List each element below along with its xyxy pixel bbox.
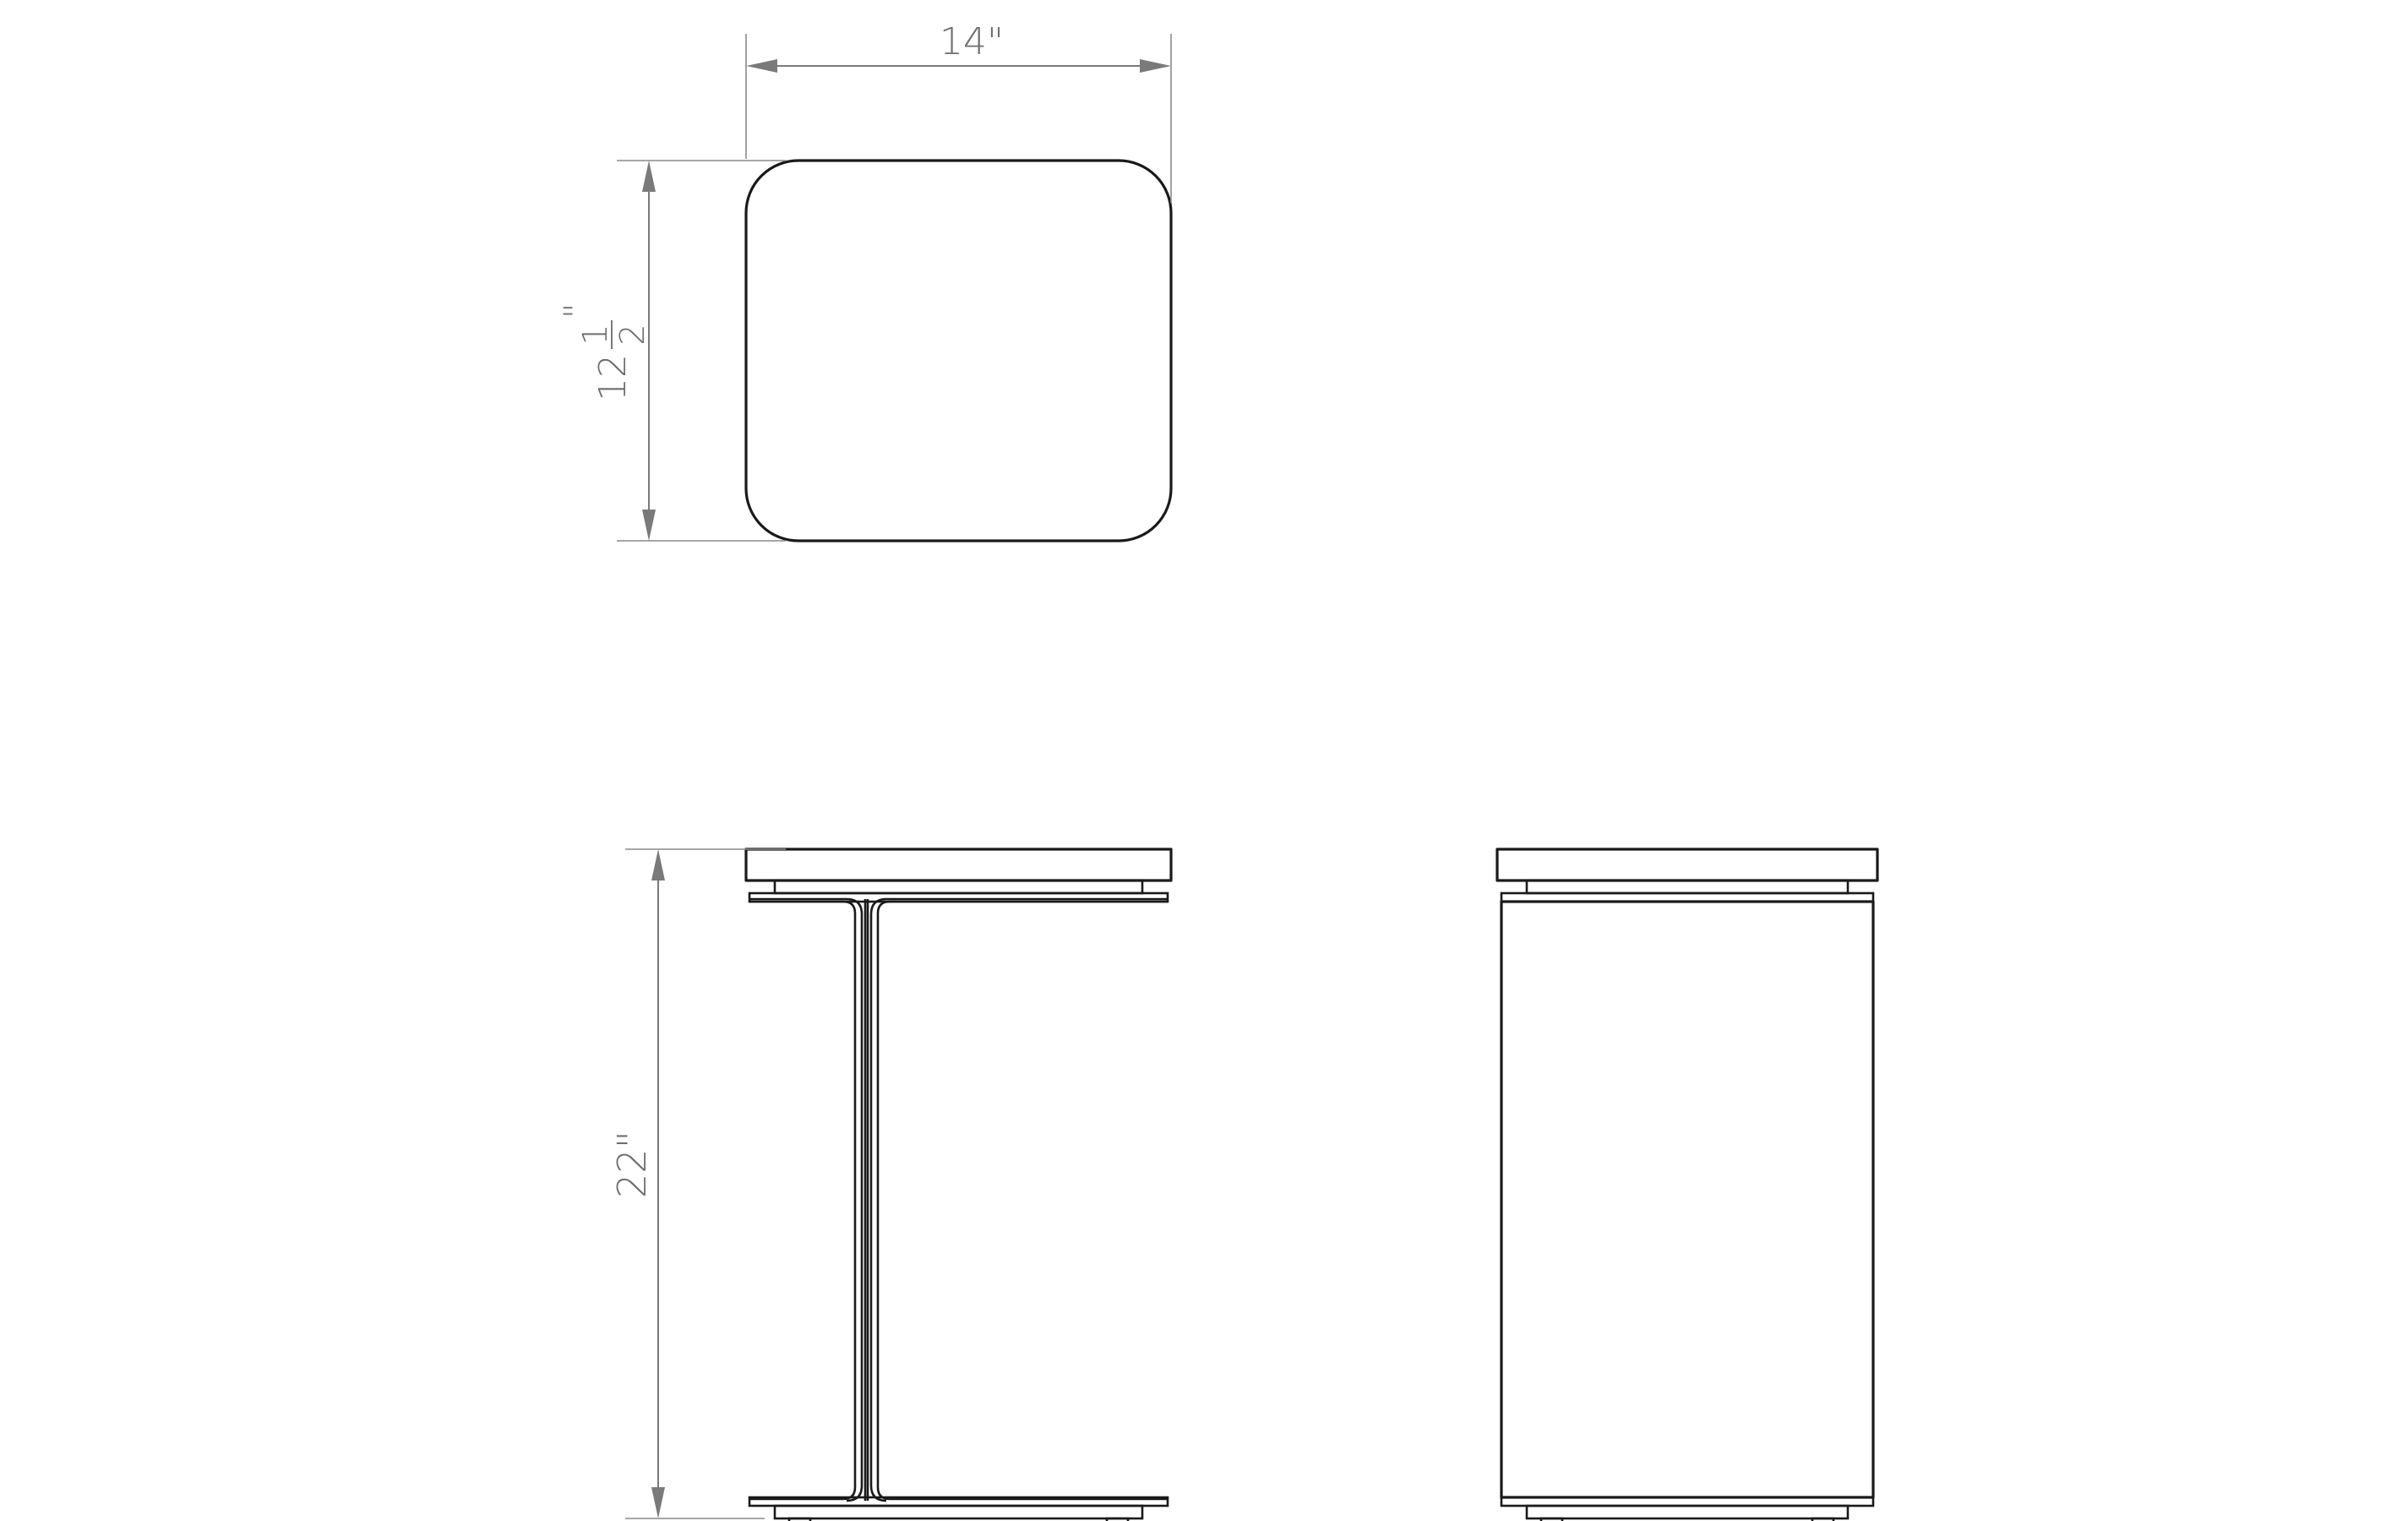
height-arrow-bottom — [651, 1487, 665, 1518]
height-label: 22" — [609, 1131, 655, 1198]
side-view: 22" — [609, 848, 1173, 1521]
width-dimension: 14" — [745, 20, 1172, 203]
depth-dimension: 12 1 2 " — [558, 160, 786, 542]
side-web-left-inner — [749, 897, 864, 1502]
front-foot-left — [1539, 1517, 1564, 1521]
front-foot-right — [1811, 1517, 1835, 1521]
top-view: 14" 12 1 2 " — [558, 20, 1173, 542]
front-base-plate — [1525, 1504, 1850, 1520]
front-web-panel — [1500, 900, 1875, 1499]
height-arrow-top — [651, 849, 665, 880]
height-dimension: 22" — [609, 848, 786, 1519]
side-top-flange — [748, 891, 1169, 903]
side-foot-left — [787, 1517, 812, 1521]
width-label: 14" — [940, 20, 1004, 63]
side-top-spacer — [773, 879, 1144, 895]
side-base-plate — [773, 1504, 1144, 1520]
depth-arrow-top — [642, 161, 656, 192]
side-web-right-outer — [876, 900, 1168, 1501]
depth-label-numerator: 1 — [576, 324, 615, 345]
front-view — [1495, 848, 1879, 1521]
front-tabletop — [1495, 848, 1879, 882]
depth-label-inch-mark: " — [558, 303, 597, 319]
side-web-left-outer — [749, 900, 857, 1501]
depth-label-whole: 12 — [591, 354, 635, 401]
depth-label: 12 1 2 " — [558, 303, 652, 401]
width-arrow-left — [746, 59, 777, 73]
depth-arrow-bottom — [642, 510, 656, 541]
depth-label-denominator: 2 — [613, 324, 652, 345]
tabletop-top-outline — [744, 159, 1173, 542]
width-arrow-right — [1140, 59, 1171, 73]
side-tabletop — [744, 848, 1173, 882]
side-web-right-inner — [869, 897, 1168, 1502]
front-top-spacer — [1525, 879, 1850, 895]
side-foot-right — [1105, 1517, 1130, 1521]
